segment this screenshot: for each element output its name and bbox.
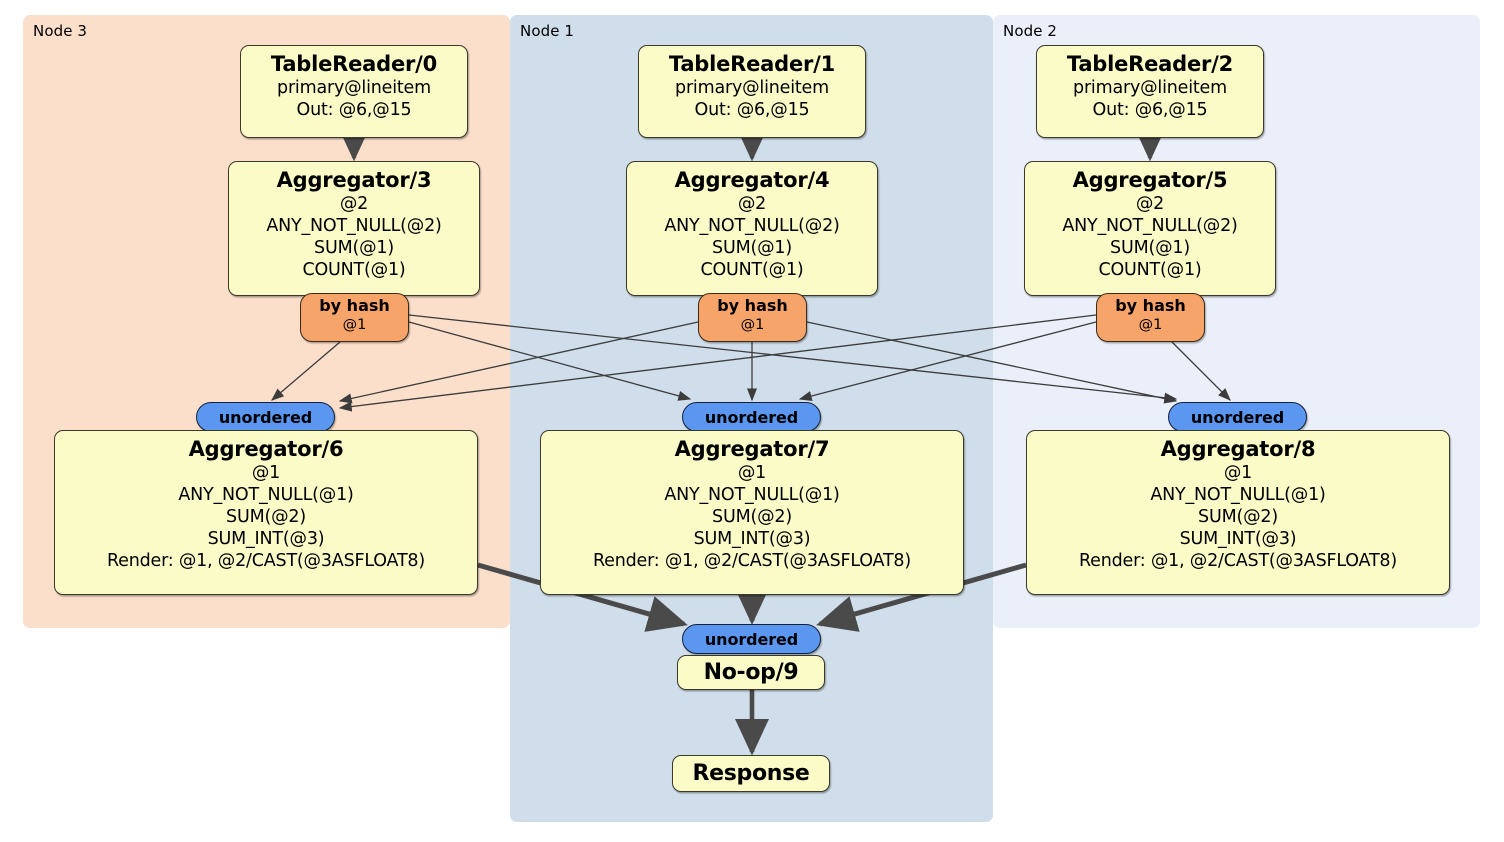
router-sublabel: @1 [1138,317,1163,333]
node-detail-line: ANY_NOT_NULL(@1) [664,485,840,505]
node-aggregator-6[interactable]: Aggregator/6 @1 ANY_NOT_NULL(@1) SUM(@2)… [54,430,478,595]
node-detail-line: SUM(@1) [712,238,792,258]
synchronizer-label: unordered [1190,407,1285,427]
node-detail-line: primary@lineitem [1073,78,1227,98]
node-title: TableReader/0 [270,52,438,76]
node-detail-line: SUM_INT(@3) [1179,529,1297,549]
synchronizer-label: unordered [704,407,799,427]
node-title: Aggregator/4 [674,168,830,192]
router-label: by hash [319,296,390,315]
node-title: Response [692,760,810,786]
node-response[interactable]: Response [672,755,830,792]
node-detail-line: @1 [251,463,281,483]
router-label: by hash [1115,296,1186,315]
region-label-node-1: Node 1 [520,22,575,40]
synchronizer-label: unordered [218,407,313,427]
node-title: Aggregator/8 [1160,437,1316,461]
router-sublabel: @1 [740,317,765,333]
node-detail-line: COUNT(@1) [302,260,406,280]
router-by-hash-node-1[interactable]: by hash @1 [698,293,807,342]
node-detail-line: ANY_NOT_NULL(@1) [1150,485,1326,505]
node-detail-line: @2 [737,194,767,214]
node-tablereader-2[interactable]: TableReader/2 primary@lineitem Out: @6,@… [1036,45,1264,138]
synchronizer-unordered-final[interactable]: unordered [682,624,821,654]
node-detail-line: primary@lineitem [675,78,829,98]
node-aggregator-7[interactable]: Aggregator/7 @1 ANY_NOT_NULL(@1) SUM(@2)… [540,430,964,595]
node-aggregator-4[interactable]: Aggregator/4 @2 ANY_NOT_NULL(@2) SUM(@1)… [626,161,878,296]
node-detail-line: primary@lineitem [277,78,431,98]
synchronizer-label: unordered [704,629,799,649]
node-detail-line: @2 [1135,194,1165,214]
node-detail-line: ANY_NOT_NULL(@2) [266,216,442,236]
synchronizer-unordered-node-1[interactable]: unordered [682,402,821,432]
node-detail-line: @1 [737,463,767,483]
node-render-line: Render: @1, @2/CAST(@3ASFLOAT8) [107,551,425,571]
node-aggregator-8[interactable]: Aggregator/8 @1 ANY_NOT_NULL(@1) SUM(@2)… [1026,430,1450,595]
node-render-line: Render: @1, @2/CAST(@3ASFLOAT8) [1079,551,1397,571]
node-detail-line: Out: @6,@15 [296,100,412,120]
node-title: No-op/9 [703,659,799,685]
node-aggregator-5[interactable]: Aggregator/5 @2 ANY_NOT_NULL(@2) SUM(@1)… [1024,161,1276,296]
node-title: Aggregator/3 [276,168,432,192]
node-detail-line: COUNT(@1) [700,260,804,280]
node-detail-line: SUM(@2) [1198,507,1278,527]
node-detail-line: COUNT(@1) [1098,260,1202,280]
region-label-node-2: Node 2 [1003,22,1058,40]
node-title: Aggregator/6 [188,437,344,461]
synchronizer-unordered-node-3[interactable]: unordered [196,402,335,432]
node-detail-line: ANY_NOT_NULL(@2) [664,216,840,236]
node-detail-line: @1 [1223,463,1253,483]
node-render-line: Render: @1, @2/CAST(@3ASFLOAT8) [593,551,911,571]
node-title: Aggregator/5 [1072,168,1228,192]
node-title: Aggregator/7 [674,437,830,461]
node-detail-line: SUM(@2) [226,507,306,527]
router-by-hash-node-3[interactable]: by hash @1 [300,293,409,342]
node-title: TableReader/1 [668,52,836,76]
router-sublabel: @1 [342,317,367,333]
node-detail-line: SUM_INT(@3) [207,529,325,549]
node-detail-line: @2 [339,194,369,214]
node-title: TableReader/2 [1066,52,1234,76]
node-tablereader-1[interactable]: TableReader/1 primary@lineitem Out: @6,@… [638,45,866,138]
node-detail-line: ANY_NOT_NULL(@1) [178,485,354,505]
router-by-hash-node-2[interactable]: by hash @1 [1096,293,1205,342]
node-no-op-9[interactable]: No-op/9 [677,655,825,690]
node-detail-line: SUM(@2) [712,507,792,527]
node-detail-line: SUM_INT(@3) [693,529,811,549]
node-detail-line: ANY_NOT_NULL(@2) [1062,216,1238,236]
synchronizer-unordered-node-2[interactable]: unordered [1168,402,1307,432]
region-label-node-3: Node 3 [33,22,88,40]
router-label: by hash [717,296,788,315]
node-tablereader-0[interactable]: TableReader/0 primary@lineitem Out: @6,@… [240,45,468,138]
node-aggregator-3[interactable]: Aggregator/3 @2 ANY_NOT_NULL(@2) SUM(@1)… [228,161,480,296]
node-detail-line: Out: @6,@15 [1092,100,1208,120]
node-detail-line: SUM(@1) [1110,238,1190,258]
node-detail-line: SUM(@1) [314,238,394,258]
node-detail-line: Out: @6,@15 [694,100,810,120]
